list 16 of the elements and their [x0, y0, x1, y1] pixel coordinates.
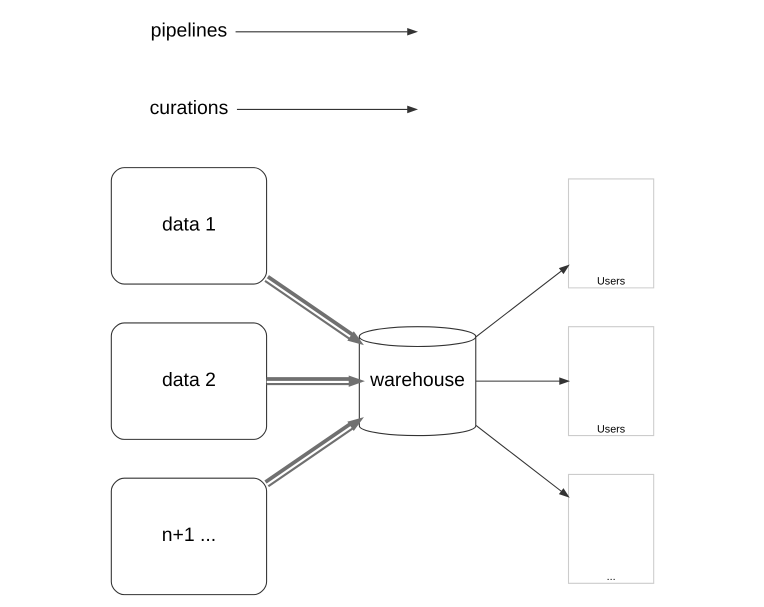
arrow	[264, 275, 364, 346]
arrow	[235, 28, 418, 36]
node-text: curations	[149, 97, 228, 120]
arrow	[266, 375, 364, 387]
node-text: pipelines	[150, 20, 227, 42]
arrow	[475, 425, 570, 498]
arrow	[476, 377, 570, 385]
arrow	[236, 106, 418, 114]
node-box: n+1 ...	[110, 478, 267, 596]
arrow	[264, 417, 364, 488]
node-box: Users	[567, 178, 654, 288]
arrow	[475, 264, 570, 338]
node-box: data 2	[110, 322, 267, 440]
node-box: data 1	[110, 167, 267, 285]
node-box: Users	[567, 326, 654, 436]
node-box: ...	[567, 474, 654, 584]
